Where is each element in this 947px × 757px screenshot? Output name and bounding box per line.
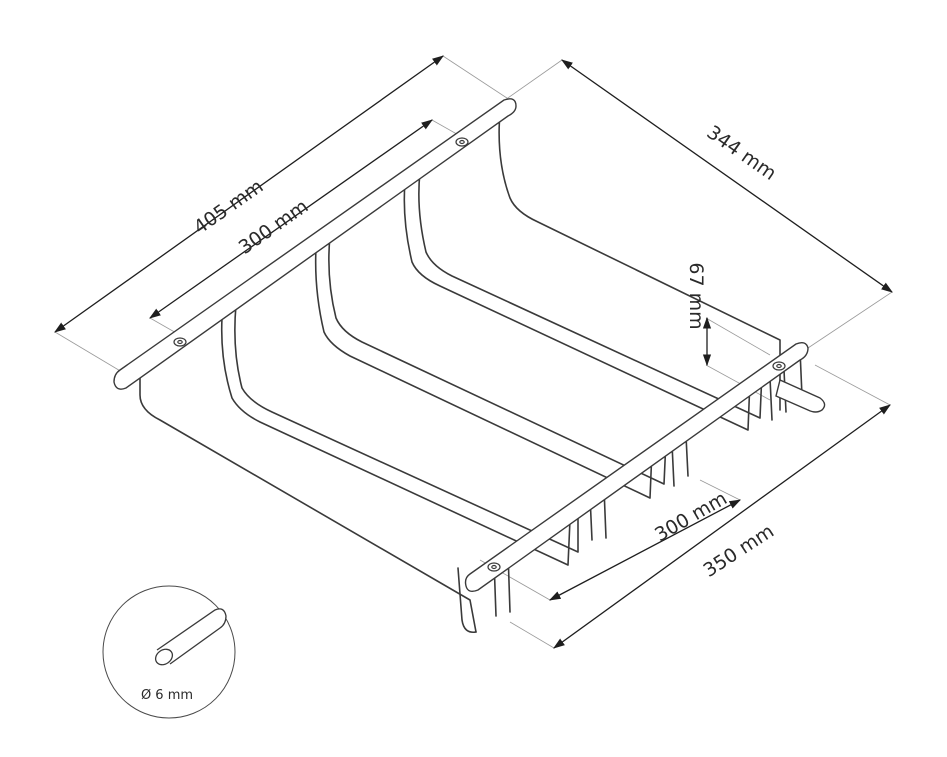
dimension-lines (54, 55, 893, 649)
back-mounting-bar (113, 98, 517, 390)
label-300-front: 300 mm (651, 487, 731, 546)
dim-line-300-top (149, 119, 433, 319)
label-350: 350 mm (699, 520, 778, 582)
label-67: 67 mm (685, 262, 707, 329)
label-wire-diameter: Ø 6 mm (141, 688, 193, 703)
label-344: 344 mm (703, 121, 781, 185)
dim-line-344 (561, 59, 893, 293)
front-mounting-bar (464, 341, 826, 593)
extension-lines (54, 55, 893, 649)
dim-line-350 (553, 404, 891, 649)
wire-diameter-detail: Ø 6 mm (102, 585, 236, 719)
rack-left-side (139, 111, 781, 634)
wire-end-icon (154, 648, 174, 666)
